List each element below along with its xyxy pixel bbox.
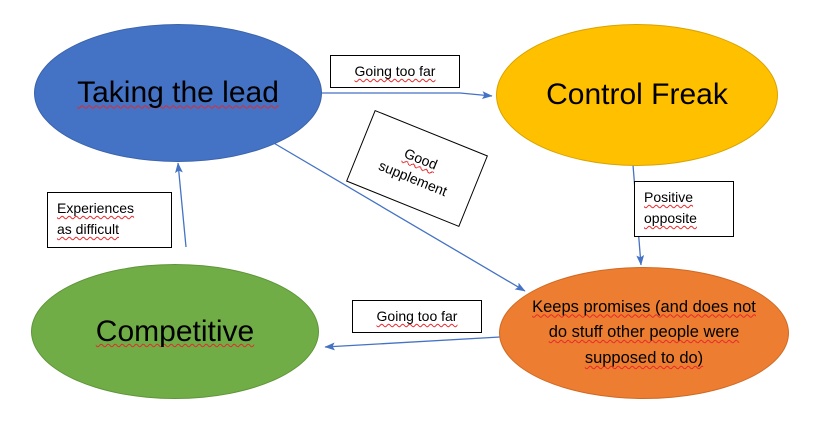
node-keeps-promises[interactable]: Keeps promises (and does not do stuff ot… xyxy=(499,267,789,399)
node-keeps-promises-line-3: supposed to do) xyxy=(584,348,704,367)
connector-keeps-promises-to-competitive[interactable] xyxy=(324,336,501,351)
edge-label-going-too-far-top-line-1: Going too far xyxy=(354,63,436,79)
edge-label-experiences-as-difficult[interactable]: Experiences as difficult xyxy=(47,192,172,248)
node-control-freak[interactable]: Control Freak xyxy=(496,24,778,166)
edge-label-positive-opposite[interactable]: Positive opposite xyxy=(634,181,734,237)
edge-label-going-too-far-top[interactable]: Going too far xyxy=(330,55,460,88)
edge-label-positive-opposite-line-1: Positive xyxy=(644,189,694,205)
edge-label-experiences-as-difficult-line-1: Experiences xyxy=(57,200,135,216)
node-taking-the-lead-label: Taking the lead xyxy=(77,76,279,110)
node-competitive-label: Competitive xyxy=(95,314,255,348)
edge-label-positive-opposite-line-2: opposite xyxy=(644,210,697,226)
node-control-freak-label: Control Freak xyxy=(546,78,728,112)
node-taking-the-lead[interactable]: Taking the lead xyxy=(34,24,322,162)
node-keeps-promises-label: Keeps promises (and does not do stuff ot… xyxy=(510,295,778,372)
connector-taking-the-lead-to-control-freak[interactable] xyxy=(320,91,493,99)
edge-label-going-too-far-bottom[interactable]: Going too far xyxy=(352,300,482,333)
edge-label-experiences-as-difficult-line-2: as difficult xyxy=(57,221,119,237)
connector-taking-the-lead-to-keeps-promises[interactable] xyxy=(271,141,526,292)
edge-label-going-too-far-bottom-line-1: Going too far xyxy=(376,308,458,324)
node-keeps-promises-line-1: Keeps promises (and does not xyxy=(532,297,756,316)
node-keeps-promises-line-2: do stuff other people were xyxy=(548,323,740,342)
node-competitive[interactable]: Competitive xyxy=(31,264,319,399)
connector-competitive-to-taking-the-lead[interactable] xyxy=(175,162,187,248)
